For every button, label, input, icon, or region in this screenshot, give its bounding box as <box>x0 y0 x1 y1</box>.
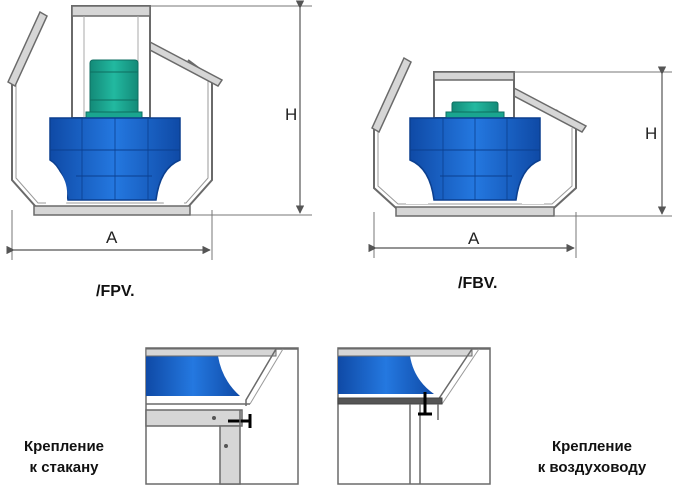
fan-fpv-drawing <box>6 0 312 260</box>
curb-post <box>219 425 241 485</box>
caption-curb-mount: Крепление к стакану <box>4 436 124 478</box>
fpv-motor <box>89 59 139 117</box>
fbv-height-label: H <box>645 124 658 143</box>
caption-curb-line2: к стакану <box>29 459 99 476</box>
fan-fbv-drawing <box>368 56 672 258</box>
fbv-left-lid <box>371 56 412 134</box>
duct-flange <box>337 397 443 405</box>
caption-duct-line1: Крепление <box>551 438 633 455</box>
model-label-fpv: /FPV. <box>96 283 135 300</box>
detail-curb-mount <box>145 347 299 485</box>
fpv-base <box>33 205 191 216</box>
model-label-fbv: /FBV. <box>458 275 498 292</box>
fbv-width-label: A <box>468 229 480 248</box>
fpv-height-label: H <box>285 105 298 124</box>
fpv-width-label: A <box>106 228 118 247</box>
fbv-base <box>395 206 555 217</box>
caption-duct-mount: Крепление к воздуховоду <box>512 436 672 478</box>
curb-flange <box>145 409 243 427</box>
fpv-left-lid <box>7 10 48 88</box>
detail-duct-mount <box>337 347 491 485</box>
caption-duct-line2: к воздуховоду <box>537 459 647 476</box>
caption-curb-line1: Крепление <box>23 438 105 455</box>
